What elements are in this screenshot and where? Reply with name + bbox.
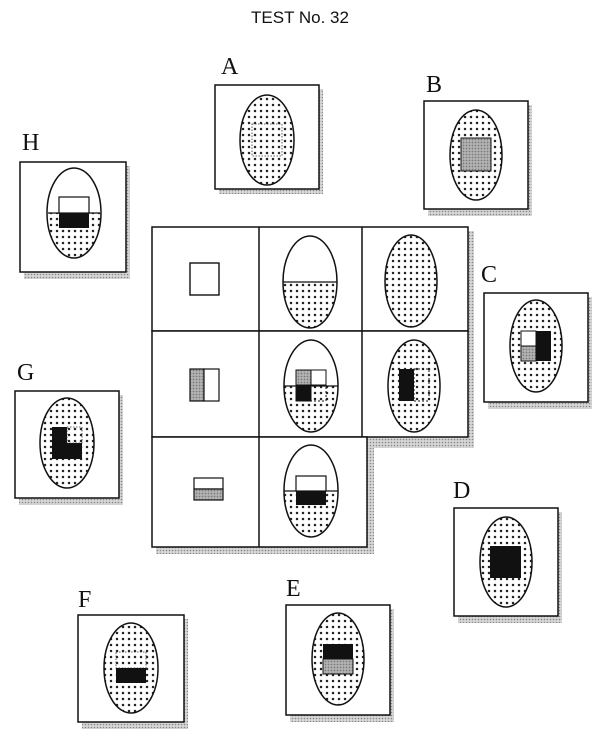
option-c-label: C <box>481 262 498 288</box>
option-a-label: A <box>221 54 239 80</box>
option-f-label: F <box>78 587 92 613</box>
option-h-label: H <box>22 130 40 156</box>
option-e-card[interactable] <box>285 604 394 722</box>
cell-r2c3 <box>387 339 441 433</box>
option-g-card[interactable] <box>14 390 123 505</box>
option-e-label: E <box>286 576 301 602</box>
option-f-card[interactable] <box>77 614 188 729</box>
option-g-label: G <box>17 360 35 386</box>
option-d-card[interactable] <box>453 507 562 623</box>
option-h-card[interactable] <box>19 161 130 279</box>
cell-r1c1 <box>189 262 220 296</box>
option-b-card[interactable] <box>423 100 532 216</box>
cell-r3c1 <box>193 477 224 501</box>
option-b-label: B <box>426 72 443 98</box>
option-d-label: D <box>453 478 471 504</box>
test-title: TEST No. 32 <box>251 8 349 27</box>
cell-r2c1 <box>189 368 220 402</box>
option-c-card[interactable] <box>483 292 592 409</box>
option-a-card[interactable] <box>214 84 323 194</box>
cell-r1c3 <box>384 234 438 328</box>
